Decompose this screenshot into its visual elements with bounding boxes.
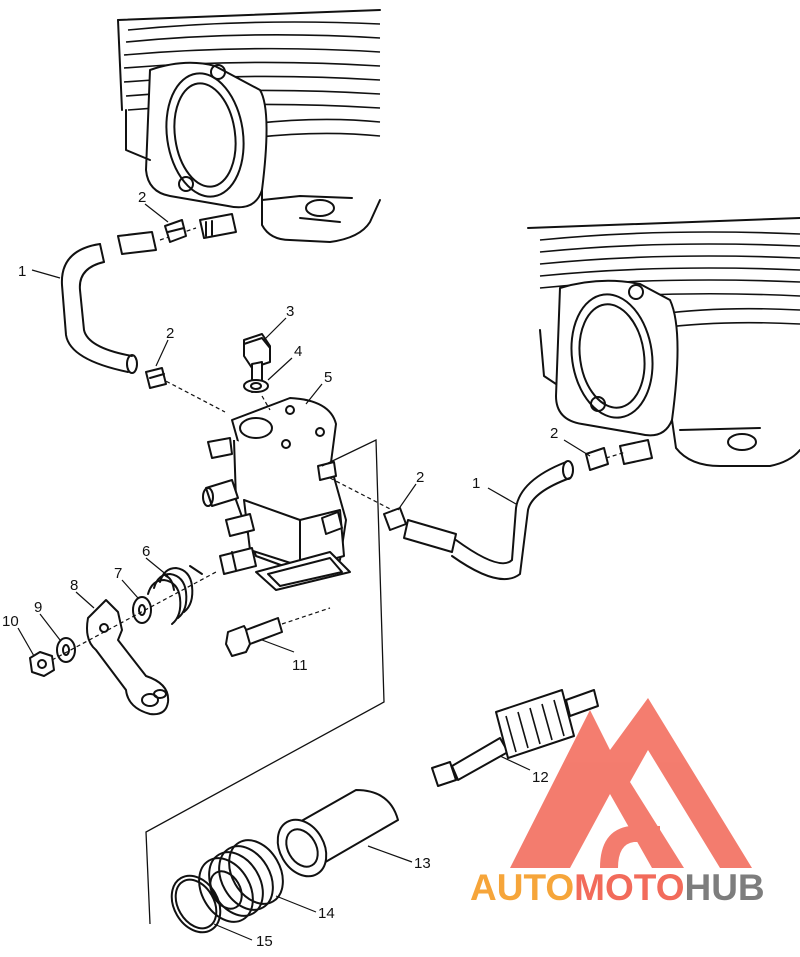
callout-8: 8 (70, 577, 78, 594)
watermark-text: AUTOMOTOHUB (470, 866, 800, 910)
washer-9 (56, 637, 76, 663)
washer-4 (243, 379, 269, 393)
callout-13: 13 (414, 855, 431, 872)
callout-2-pump: 2 (416, 469, 424, 486)
bracket-outline (145, 438, 385, 925)
callout-6: 6 (142, 543, 150, 560)
callout-4: 4 (294, 343, 302, 360)
watermark-text-hub: HUB (684, 867, 765, 908)
sleeve-13 (276, 789, 399, 878)
lever-axis (51, 571, 217, 661)
clamp-2a (164, 219, 187, 243)
callout-7: 7 (114, 565, 122, 582)
callout-15: 15 (256, 933, 273, 950)
hose-left (60, 227, 226, 413)
callout-11: 11 (292, 657, 308, 674)
clamp-axis (605, 451, 627, 459)
callout-2-right: 2 (550, 425, 558, 442)
snap-ring-15 (170, 874, 222, 934)
callout-2-top: 2 (138, 189, 146, 206)
spring-14 (198, 839, 284, 923)
hose-right (403, 460, 574, 581)
drive-shaft-12 (431, 689, 599, 787)
washer-7 (132, 596, 152, 624)
lever-8 (86, 599, 170, 716)
callout-2-hose: 2 (166, 325, 174, 342)
clamp-2d (585, 447, 609, 471)
watermark-text-auto: AUTO (470, 867, 575, 908)
callout-9: 9 (34, 599, 42, 616)
bolt-axis (261, 395, 271, 411)
leader-lines (17, 203, 591, 941)
callout-12: 12 (532, 769, 549, 786)
callout-1-right: 1 (472, 475, 480, 492)
cylinder-right (527, 217, 800, 467)
nut-10 (29, 651, 55, 677)
callout-5: 5 (324, 369, 332, 386)
clamp-2b (145, 367, 167, 389)
clamp-2c (383, 507, 407, 531)
callout-1-left: 1 (18, 263, 26, 280)
callout-10: 10 (2, 613, 19, 630)
spring-6 (147, 565, 203, 625)
oil-pump (202, 397, 397, 591)
watermark-logo-icon (510, 698, 752, 868)
cylinder-left (117, 9, 381, 243)
callout-labels: 1 1 2 2 2 2 3 4 5 6 7 8 9 10 11 12 13 14… (2, 189, 558, 950)
callout-14: 14 (318, 905, 335, 922)
bolt-11 (225, 607, 331, 657)
watermark-text-moto: MOTO (574, 867, 685, 908)
callout-3: 3 (286, 303, 294, 320)
